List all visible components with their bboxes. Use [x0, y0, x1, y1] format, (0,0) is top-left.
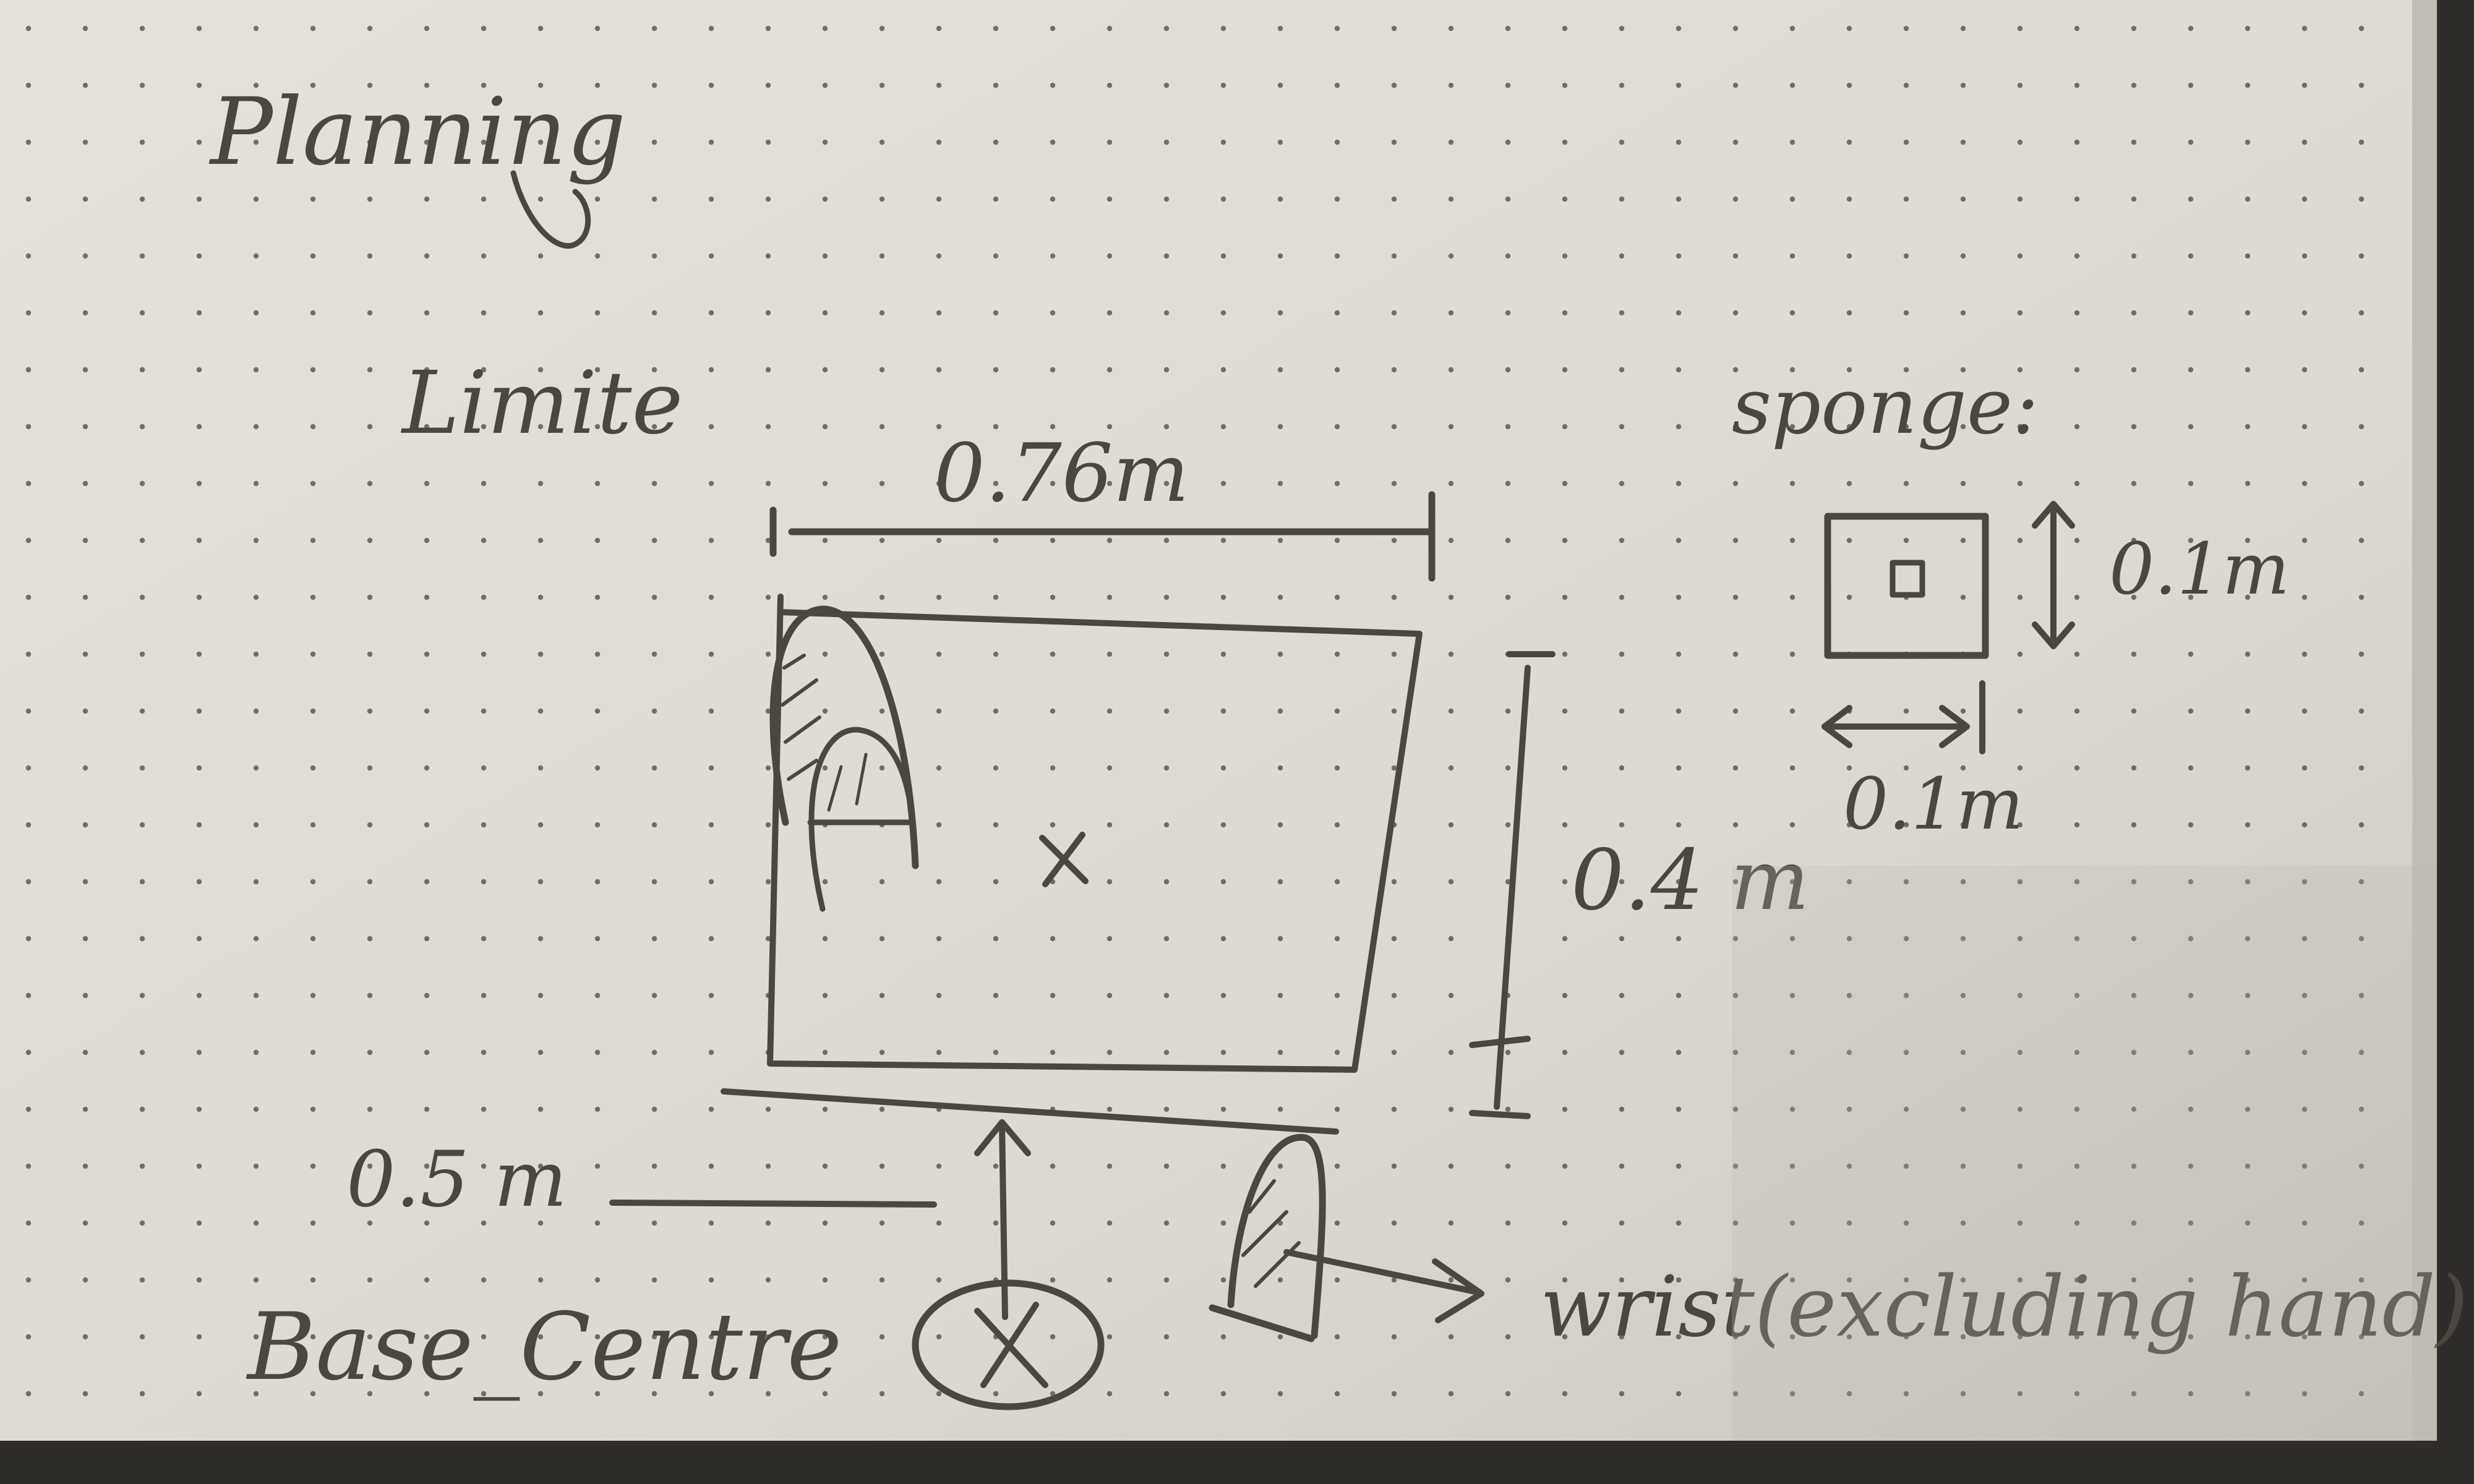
- arm-arch-outer: [769, 605, 919, 869]
- sponge-height-label: 0.1m: [2109, 528, 2290, 611]
- depth-dimension-label: 0.4 m: [1571, 832, 1810, 929]
- sponge-width-label: 0.1m: [1843, 763, 2024, 846]
- limit-heading: Limite: [400, 353, 683, 454]
- depth-dimension-line: [1469, 651, 1556, 1119]
- base-centre-label: Base_Centre: [246, 1294, 842, 1401]
- page-edge: [2412, 0, 2437, 1441]
- workspace-front-edge: [721, 1088, 1339, 1135]
- width-dimension-line: [769, 491, 1436, 582]
- offset-dimension-line: [609, 1200, 937, 1208]
- sponge-heading: sponge:: [1732, 362, 2039, 451]
- arm-arch-inner: [807, 727, 915, 912]
- dot-grid: [0, 0, 2437, 1441]
- shadow-overlay: [1732, 866, 2437, 1441]
- page-title: Planning: [208, 79, 626, 186]
- sponge-square: [1824, 513, 1989, 659]
- title-flourish: [510, 170, 591, 249]
- sponge-height-arrow: [2032, 501, 2075, 649]
- workspace-center-marker: [1039, 832, 1089, 887]
- workspace-boundary: [767, 594, 1423, 1073]
- base-centre-marker: [912, 1279, 1105, 1410]
- width-dimension-label: 0.76m: [934, 426, 1189, 520]
- sponge-width-arrow: [1821, 680, 1985, 754]
- wrist-pointer-arrow: [1283, 1249, 1484, 1323]
- offset-dimension-label: 0.5 m: [346, 1135, 567, 1224]
- wrist-label: wrist(excluding hand): [1540, 1258, 2468, 1355]
